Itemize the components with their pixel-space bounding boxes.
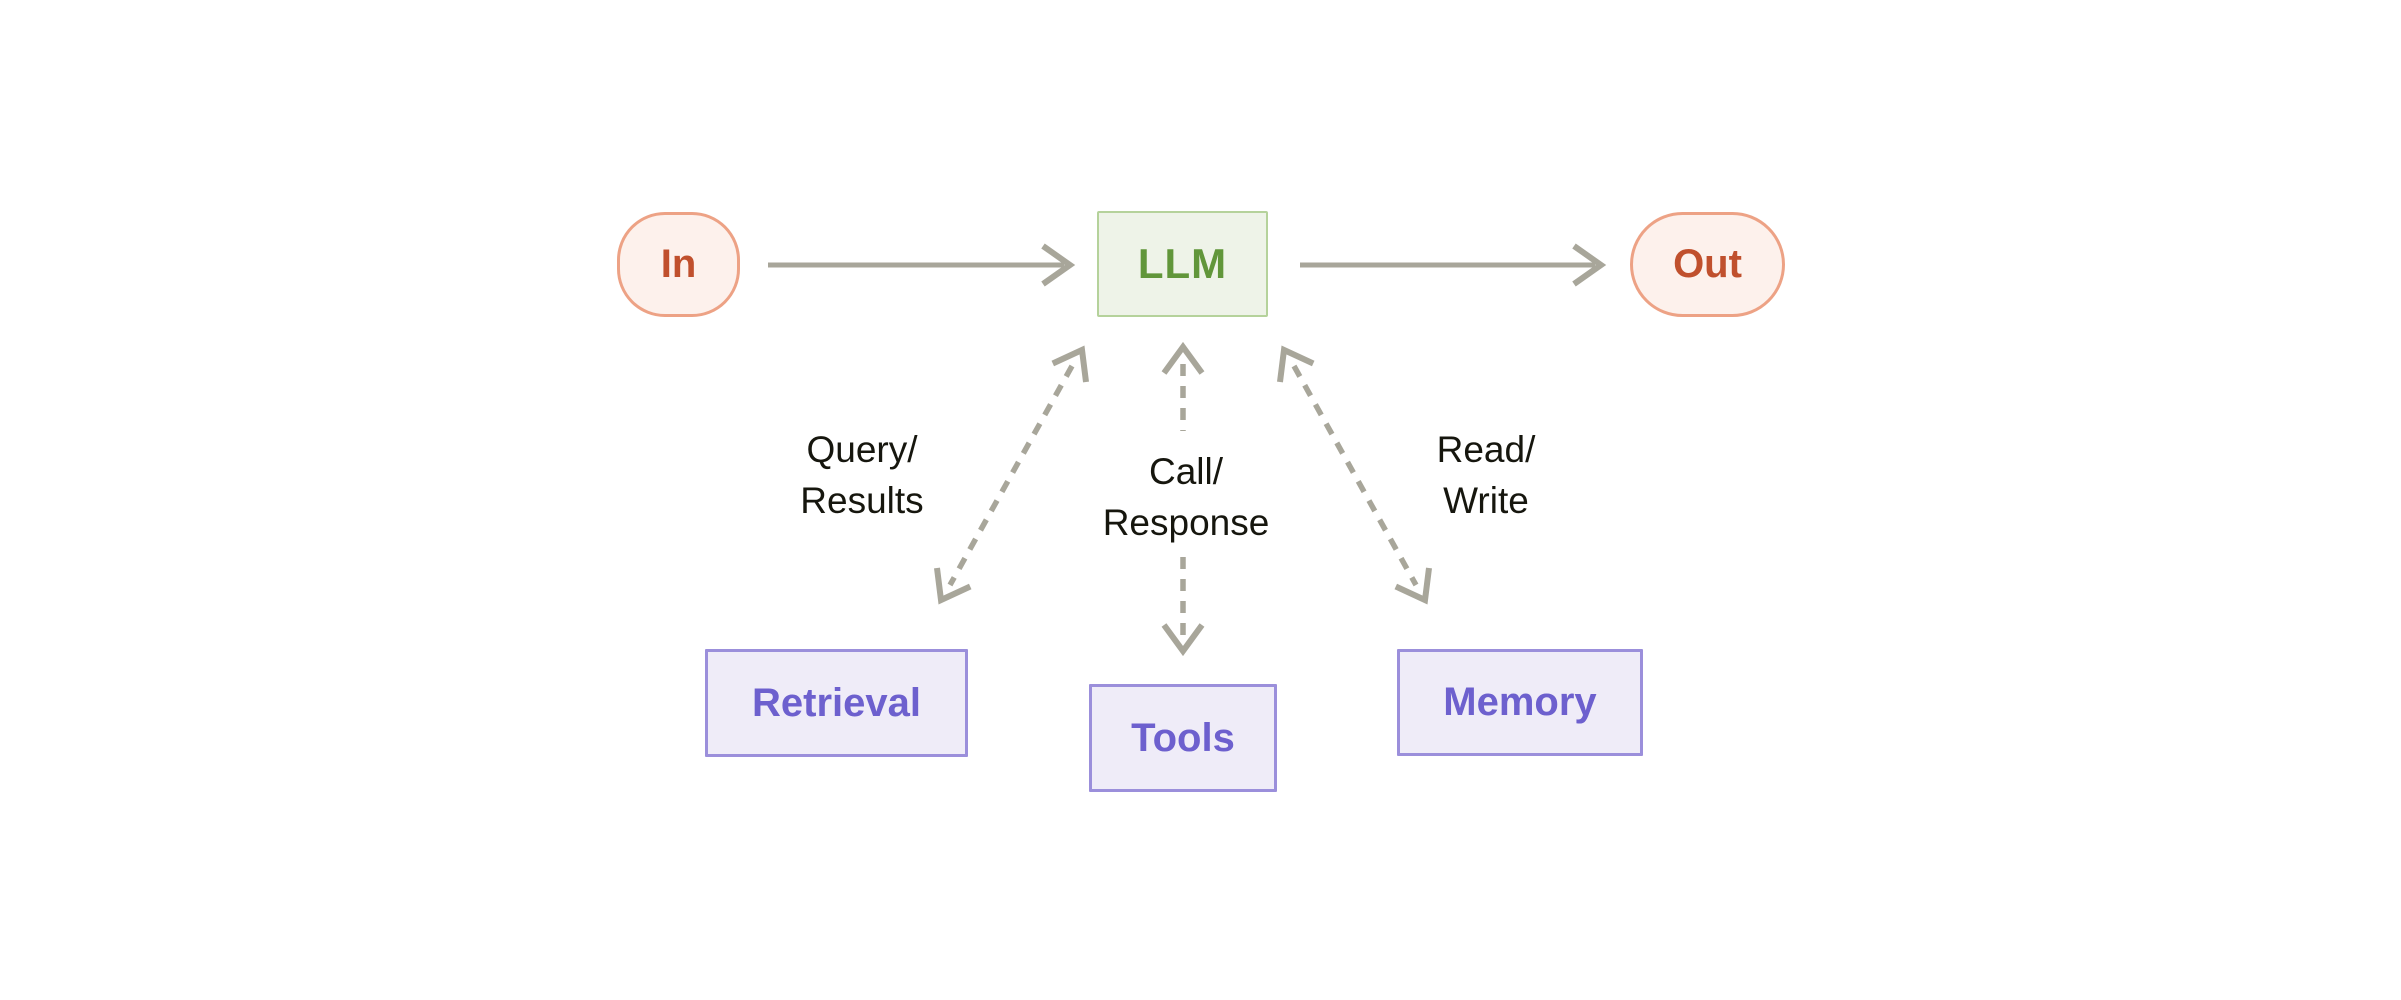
arrowhead-down-left-icon bbox=[934, 567, 972, 605]
arrow-llm-retrieval bbox=[934, 345, 1089, 605]
arrow-in-to-llm bbox=[768, 243, 1076, 287]
arrowhead-down-right-icon bbox=[1394, 567, 1432, 605]
arrowhead-right-icon bbox=[1572, 243, 1607, 287]
arrowhead-up-icon bbox=[1161, 341, 1205, 375]
arrowhead-down-icon bbox=[1161, 623, 1205, 657]
arrowhead-up-right-icon bbox=[1051, 345, 1089, 383]
arrowhead-up-left-icon bbox=[1277, 345, 1315, 383]
node-memory-label: Memory bbox=[1443, 680, 1597, 724]
node-retrieval-label: Retrieval bbox=[752, 680, 921, 725]
edge-label-read-write: Read/ Write bbox=[1436, 429, 1536, 521]
arrow-llm-to-out bbox=[1300, 243, 1607, 287]
arrow-llm-memory bbox=[1277, 345, 1432, 605]
node-retrieval: Retrieval bbox=[705, 649, 968, 757]
edge-label-query-results: Query/ Results bbox=[800, 429, 924, 521]
node-out-label: Out bbox=[1673, 242, 1742, 286]
node-out: Out bbox=[1630, 212, 1785, 317]
node-in: In bbox=[617, 212, 740, 317]
node-llm-label: LLM bbox=[1137, 240, 1228, 287]
node-llm: LLM bbox=[1097, 211, 1268, 317]
edge-label-call-response: Call/ Response bbox=[1102, 451, 1270, 543]
node-in-label: In bbox=[660, 242, 697, 286]
arrowhead-right-icon bbox=[1041, 243, 1076, 287]
node-memory: Memory bbox=[1397, 649, 1643, 756]
node-tools-label: Tools bbox=[1131, 715, 1235, 760]
arrow-llm-tools bbox=[1161, 341, 1205, 657]
node-tools: Tools bbox=[1089, 684, 1277, 792]
